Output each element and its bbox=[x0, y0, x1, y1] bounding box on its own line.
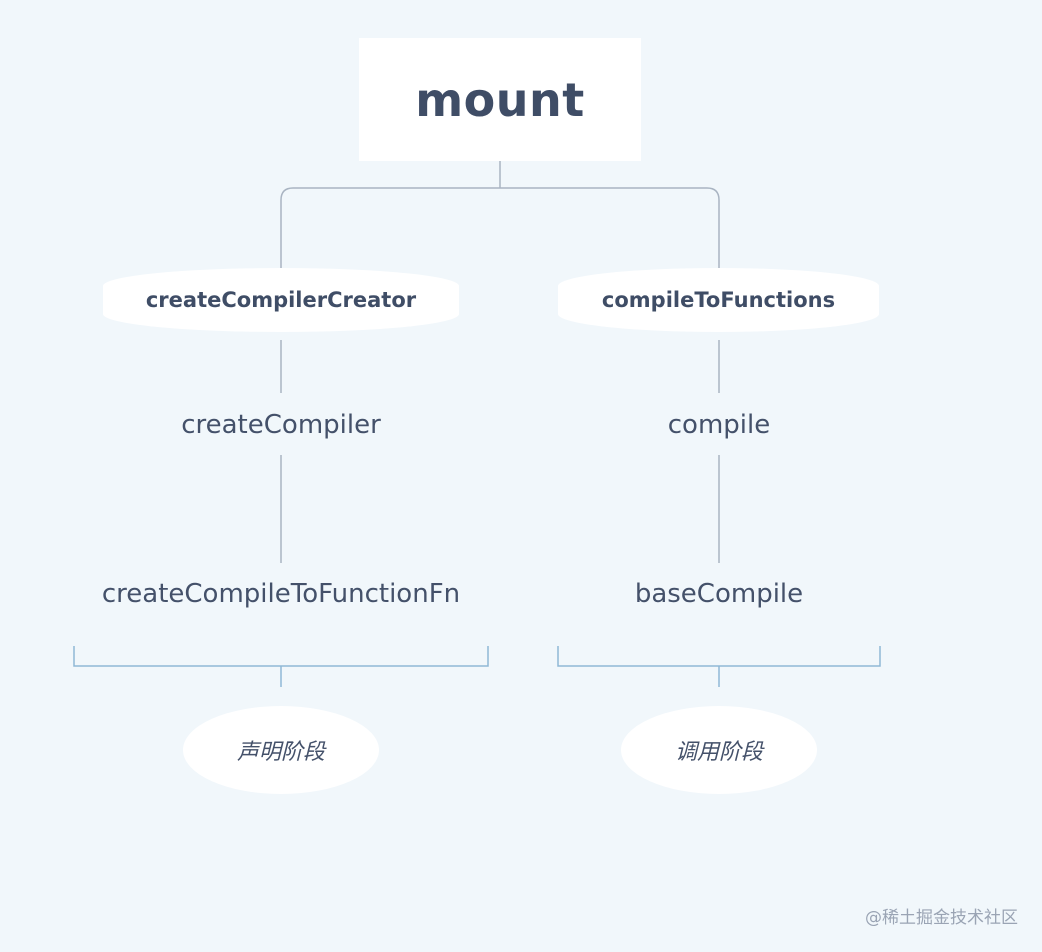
right-step-2: baseCompile bbox=[634, 579, 804, 609]
right-step-1: compile bbox=[667, 410, 771, 440]
root-node: mount bbox=[359, 38, 641, 161]
left-branch-title: createCompilerCreator bbox=[103, 268, 459, 332]
left-phase-label: 声明阶段 bbox=[183, 706, 379, 794]
left-step-2: createCompileToFunctionFn bbox=[101, 579, 461, 609]
tree-fork bbox=[280, 187, 720, 268]
left-step-1: createCompiler bbox=[181, 410, 381, 440]
right-bracket bbox=[557, 646, 881, 667]
watermark: @稀土掘金技术社区 bbox=[865, 908, 1018, 928]
left-bracket bbox=[73, 646, 489, 667]
right-phase-label: 调用阶段 bbox=[621, 706, 817, 794]
right-branch-title: compileToFunctions bbox=[558, 268, 879, 332]
